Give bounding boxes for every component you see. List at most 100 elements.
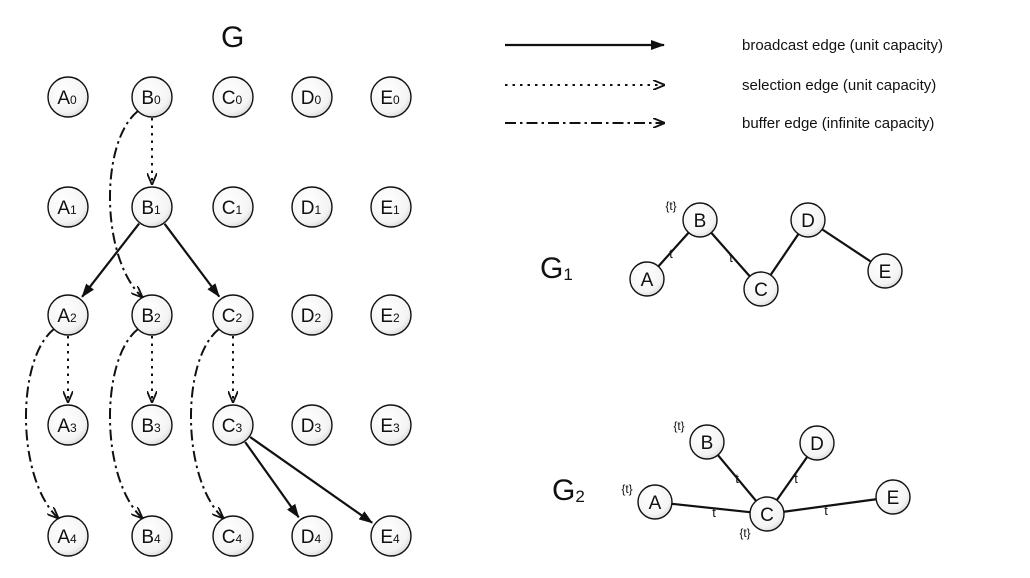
node-label: B (701, 433, 714, 454)
node-letter: E (380, 88, 393, 109)
edge-b1-a2 (81, 222, 140, 298)
node-subscript: 3 (315, 421, 322, 435)
node-subscript: 1 (70, 203, 77, 217)
node-label: B3 (141, 416, 161, 437)
node-e3: E3 (370, 404, 412, 446)
node-circle (370, 294, 412, 336)
node-letter: B (141, 416, 154, 437)
node-circle (875, 479, 911, 515)
node-subscript: 0 (70, 93, 77, 107)
node-label: E3 (380, 416, 400, 437)
g2-edge-label: t (824, 503, 828, 518)
node-label: A2 (57, 306, 77, 327)
g2-edge-b-c (717, 454, 757, 502)
graph-g2-title-main: G (552, 474, 575, 507)
node-circle (370, 76, 412, 118)
node-label: A (641, 270, 654, 291)
legend-item-buffer: buffer edge (infinite capacity) (505, 115, 934, 132)
node-subscript: 2 (315, 311, 322, 325)
node-subscript: 4 (70, 532, 77, 546)
node-letter: C (222, 416, 236, 437)
g1-edge-a-b (657, 231, 690, 268)
edge-legend: broadcast edge (unit capacity)selection … (505, 37, 943, 132)
node-circle (131, 294, 173, 336)
node-label: D (810, 434, 824, 455)
node-circle (291, 294, 333, 336)
node-label: C4 (222, 527, 243, 548)
node-a1: A1 (47, 186, 89, 228)
g1-edge-label: t (729, 250, 733, 265)
graph-g2-title: G2 (552, 474, 585, 507)
node-label: D3 (301, 416, 322, 437)
node-letter: B (141, 527, 154, 548)
node-letter: E (380, 306, 393, 327)
node-subscript: 4 (236, 532, 243, 546)
g1-edge-b-c (710, 232, 751, 277)
node-circle (629, 261, 665, 297)
node-label: C1 (222, 198, 243, 219)
g2-edge-c-e (783, 498, 877, 513)
node-a3: A3 (47, 404, 89, 446)
node-label: E4 (380, 527, 400, 548)
g2-node-tag: {t} (673, 419, 684, 433)
edge-b0-b2 (109, 110, 142, 297)
edge-c2-c4 (190, 328, 223, 518)
legend-item-broadcast: broadcast edge (unit capacity) (505, 37, 943, 54)
node-circle (131, 186, 173, 228)
graph-g1-title-main: G (540, 252, 563, 285)
node-c4: C4 (212, 515, 254, 557)
node-letter: A (57, 527, 70, 548)
g1-node-a: A (629, 261, 665, 297)
node-letter: A (57, 88, 70, 109)
node-label: D1 (301, 198, 322, 219)
node-circle (212, 186, 254, 228)
node-circle (291, 404, 333, 446)
node-label: A3 (57, 416, 77, 437)
node-circle (291, 76, 333, 118)
node-circle (131, 404, 173, 446)
g1-edge-d-e (821, 228, 872, 263)
node-label: D (801, 211, 815, 232)
node-label: E (887, 488, 900, 509)
g1-node-b: B{t} (665, 199, 718, 238)
node-label: B1 (141, 198, 161, 219)
node-circle (637, 484, 673, 520)
g2-node-a: A{t} (621, 482, 673, 520)
node-label: D2 (301, 306, 322, 327)
node-circle (370, 186, 412, 228)
node-subscript: 0 (236, 93, 243, 107)
node-subscript: 1 (154, 203, 161, 217)
node-circle (47, 404, 89, 446)
node-circle (682, 202, 718, 238)
node-label: E1 (380, 198, 400, 219)
node-b0: B0 (131, 76, 173, 118)
node-letter: C (222, 527, 236, 548)
node-d4: D4 (291, 515, 333, 557)
g1-node-tag: {t} (665, 199, 676, 213)
node-b1: B1 (131, 186, 173, 228)
node-subscript: 1 (236, 203, 243, 217)
node-e4: E4 (370, 515, 412, 557)
node-e2: E2 (370, 294, 412, 336)
node-label: E0 (380, 88, 400, 109)
node-subscript: 4 (154, 532, 161, 546)
node-subscript: 3 (154, 421, 161, 435)
node-label: E (879, 262, 892, 283)
node-circle (743, 271, 779, 307)
g2-edge-d-c (775, 456, 809, 501)
node-subscript: 2 (236, 311, 243, 325)
node-circle (291, 186, 333, 228)
node-circle (212, 515, 254, 557)
node-subscript: 3 (393, 421, 400, 435)
node-circle (370, 515, 412, 557)
node-letter: E (380, 198, 393, 219)
edge-b2-b4 (109, 328, 142, 518)
node-d2: D2 (291, 294, 333, 336)
node-label: C (754, 280, 768, 301)
node-c3: C3 (212, 404, 254, 446)
node-b4: B4 (131, 515, 173, 557)
node-a2: A2 (47, 294, 89, 336)
node-letter: D (301, 416, 315, 437)
